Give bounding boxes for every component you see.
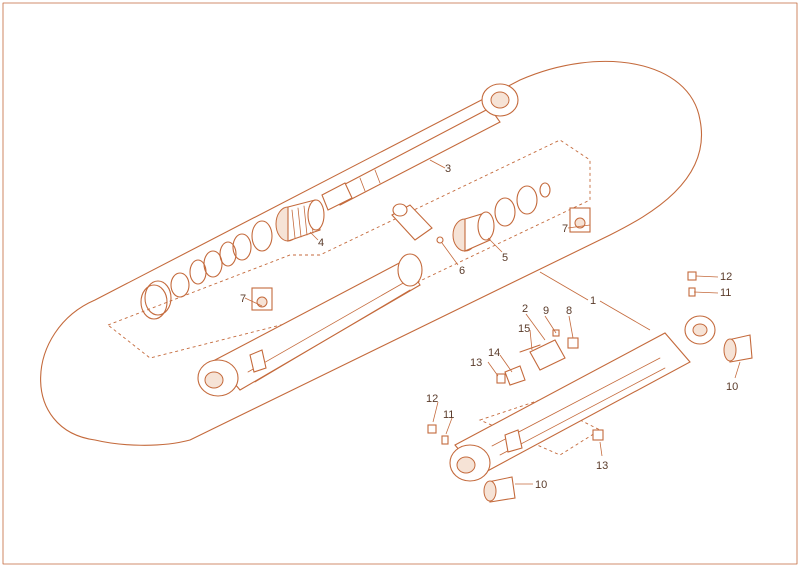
cylinder-assembly — [449, 315, 716, 482]
bushing-right — [723, 334, 753, 363]
callout-13-lower: 13 — [596, 460, 608, 472]
callout-2: 2 — [522, 303, 528, 315]
callout-labels: 3 4 6 5 7 7 1 2 9 8 15 14 13 12 11 10 12… — [240, 163, 738, 491]
callout-12-lower: 12 — [426, 393, 438, 405]
callout-8: 8 — [566, 305, 572, 317]
seal-kit-zone — [107, 139, 591, 359]
callout-6: 6 — [459, 265, 465, 277]
callout-11-right: 11 — [720, 287, 731, 299]
assembly-outline — [40, 60, 703, 446]
callout-9: 9 — [543, 305, 549, 317]
callout-10-right: 10 — [726, 381, 738, 393]
callout-15: 15 — [518, 323, 530, 335]
piston — [452, 211, 495, 252]
piston-nut — [391, 203, 444, 244]
seal-kit-bag-right — [569, 207, 591, 233]
bushing-bottom — [483, 476, 516, 503]
callout-3: 3 — [445, 163, 451, 175]
callout-4: 4 — [318, 237, 324, 249]
gland-nut — [275, 199, 325, 242]
callout-12-right: 12 — [720, 271, 732, 283]
grease-fitting-lower — [427, 424, 449, 445]
callout-10-lower: 10 — [535, 479, 547, 491]
cylinder-barrel-upper — [197, 253, 423, 397]
seal-rings-left — [140, 220, 273, 320]
callout-13-upper: 13 — [470, 357, 482, 369]
callout-14: 14 — [488, 347, 500, 359]
callout-5: 5 — [502, 252, 508, 264]
seal-rings-right — [494, 182, 551, 227]
callout-7-right: 7 — [562, 223, 568, 235]
leader-lines — [244, 159, 741, 485]
callout-11-lower: 11 — [443, 409, 454, 421]
callout-1: 1 — [590, 295, 596, 307]
seal-kit-bag-left — [251, 287, 273, 311]
valve-block — [496, 329, 604, 441]
piston-rod — [321, 83, 519, 211]
callout-7-left: 7 — [240, 293, 246, 305]
